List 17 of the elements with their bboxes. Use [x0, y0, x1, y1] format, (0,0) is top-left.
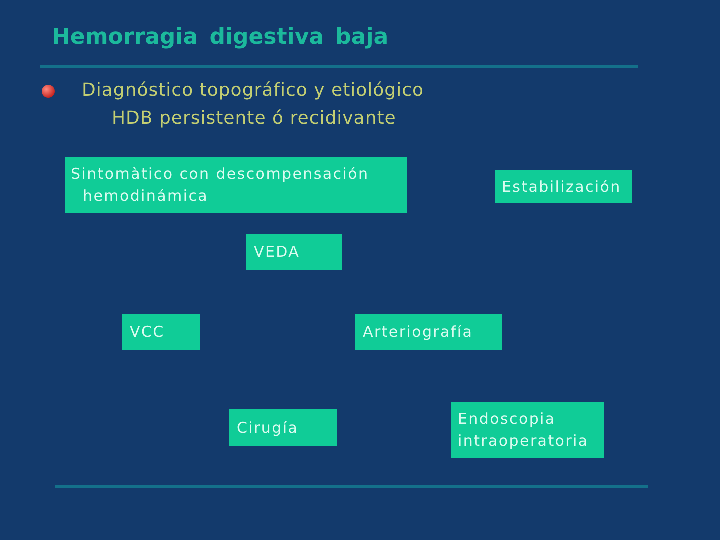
- process-box: [122, 314, 200, 350]
- slide-title: Hemorragia digestiva baja: [52, 25, 389, 50]
- bullet-text: Diagnóstico topográfico y etiológico: [82, 80, 424, 101]
- box-label: Arteriografía: [363, 322, 474, 343]
- box-label: VEDA: [254, 242, 302, 263]
- process-box: [246, 234, 342, 270]
- process-box: [355, 314, 502, 350]
- box-label: Cirugía: [237, 418, 300, 438]
- process-box: [451, 402, 604, 458]
- process-box: [65, 157, 407, 213]
- bullet-text: HDB persistente ó recidivante: [112, 108, 396, 129]
- box-label: Estabilización: [502, 176, 622, 198]
- box-label: Sintomàtico con descompensación hemodinámica: [71, 164, 370, 207]
- process-box: [229, 409, 337, 446]
- process-box: [495, 170, 632, 203]
- box-label: VCC: [130, 322, 166, 343]
- box-label: Endoscopia intraoperatoria: [458, 409, 590, 452]
